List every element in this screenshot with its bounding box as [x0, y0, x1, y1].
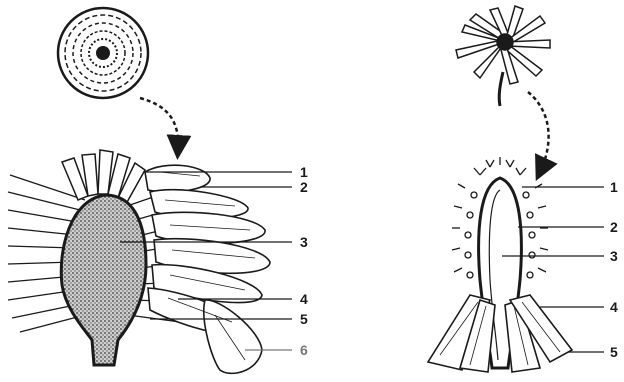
right-flower-head [456, 6, 550, 106]
right-callout-5: 5 [610, 344, 618, 360]
left-callout-4: 4 [300, 291, 308, 307]
left-receptacle [61, 195, 146, 365]
left-callout-3: 3 [300, 234, 308, 250]
right-callout-1: 1 [610, 179, 618, 195]
left-figure: 1 2 3 4 5 6 [8, 8, 308, 373]
right-figure: 1 2 3 4 5 [428, 6, 618, 372]
left-callout-5: 5 [300, 311, 308, 327]
left-callout-6: 6 [300, 342, 308, 358]
left-callout-1: 1 [300, 164, 308, 180]
left-callout-2: 2 [300, 179, 308, 195]
right-callouts: 1 2 3 4 5 [610, 179, 618, 360]
left-callouts: 1 2 3 4 5 6 [300, 164, 308, 358]
right-callout-2: 2 [610, 219, 618, 235]
left-arrow [140, 98, 178, 150]
right-callout-3: 3 [610, 248, 618, 264]
left-ray-florets [145, 165, 270, 373]
right-callout-4: 4 [610, 299, 618, 315]
left-flower-head [58, 8, 148, 98]
right-arrow [528, 92, 549, 172]
